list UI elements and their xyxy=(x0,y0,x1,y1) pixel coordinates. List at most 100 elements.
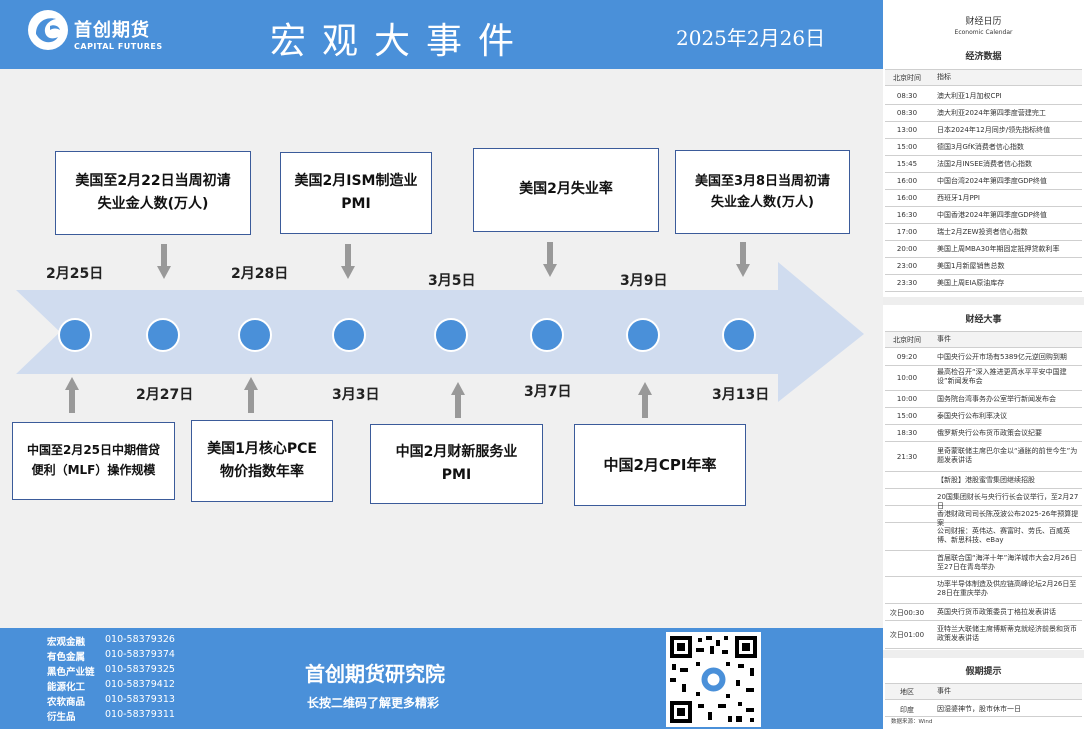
table-row: 16:00 西班牙1月PPI xyxy=(885,189,1082,207)
econ-section-title: 经济数据 xyxy=(965,52,1002,62)
row-text: 公司财报：英伟达、赛富时、劳氏、百威英博、新思科技、eBay xyxy=(937,527,1070,544)
row-text: 澳大利亚1月加权CPI xyxy=(937,92,1002,100)
row-time: 20:00 xyxy=(896,245,918,253)
timeline-dot xyxy=(626,318,660,352)
row-text: 俄罗斯央行公布货币政策会议纪要 xyxy=(937,429,1042,437)
contact-phone[interactable]: 010-58379325 xyxy=(105,664,175,675)
row-time: 次日00:30 xyxy=(889,609,925,617)
timeline-date-label: 3月3日 xyxy=(332,387,380,403)
event-text: 美国1月核心PCE xyxy=(207,440,317,457)
company-logo: 首创期货 CAPITAL FUTURES xyxy=(28,10,178,58)
row-time: 10:00 xyxy=(896,374,918,382)
events-section-title: 财经大事 xyxy=(965,315,1002,325)
contact-phone[interactable]: 010-58379311 xyxy=(105,709,175,720)
down-arrow-icon xyxy=(543,242,557,277)
contact-label: 宏观金融 xyxy=(47,637,86,648)
row-text: 亚特兰大联储主席博斯蒂克就经济前景和货币政策发表讲话 xyxy=(937,625,1077,642)
up-arrow-icon xyxy=(638,382,652,418)
calendar-subtitle: Economic Calendar xyxy=(954,29,1013,36)
contact-row: 农软商品 010-58379313 xyxy=(47,694,207,708)
timeline-date-label: 3月7日 xyxy=(524,384,572,400)
row-time: 09:20 xyxy=(896,353,918,361)
row-text: 西班牙1月PPI xyxy=(937,194,980,202)
row-text: 功率半导体制造及供应链高峰论坛2月26日至28日在重庆举办 xyxy=(937,580,1077,597)
row-time: 15:00 xyxy=(896,412,918,420)
row-text: 国务院台湾事务办公室举行新闻发布会 xyxy=(937,395,1056,403)
row-time: 10:00 xyxy=(896,395,918,403)
row-time: 23:00 xyxy=(896,262,918,270)
col-header: 北京时间 xyxy=(893,74,921,82)
event-text: 美国2月失业率 xyxy=(519,181,613,198)
row-time: 18:30 xyxy=(896,429,918,437)
table-row: 17:00 瑞士2月ZEW投资者信心指数 xyxy=(885,223,1082,241)
table-row: 18:30 俄罗斯央行公布货币政策会议纪要 xyxy=(885,424,1082,442)
table-header: 北京时间 事件 xyxy=(885,331,1082,348)
event-text: 美国至3月8日当周初请 xyxy=(694,173,831,189)
timeline-date-label: 2月27日 xyxy=(136,387,194,403)
calendar-title: 财经日历 xyxy=(965,17,1002,27)
table-row: 10:00 国务院台湾事务办公室举行新闻发布会 xyxy=(885,390,1082,408)
row-text: 泰国央行公布利率决议 xyxy=(937,412,1007,420)
org-name: 首创期货研究院 xyxy=(305,662,445,686)
row-time: 17:00 xyxy=(896,228,918,236)
down-arrow-icon xyxy=(157,244,171,279)
row-time: 13:00 xyxy=(896,126,918,134)
event-text: 中国至2月25日中期借贷 xyxy=(26,443,161,458)
section-divider xyxy=(883,650,1084,658)
col-header: 地区 xyxy=(900,688,914,696)
table-row: 印度因湿婆神节，股市休市一日 xyxy=(885,701,1082,717)
contact-phone[interactable]: 010-58379412 xyxy=(105,679,175,690)
down-arrow-icon xyxy=(341,244,355,279)
event-text: 便利（MLF）操作规模 xyxy=(31,463,156,477)
data-source: 数据来源：Wind xyxy=(891,719,933,725)
timeline-date-label: 3月9日 xyxy=(620,273,668,289)
contact-label: 衍生品 xyxy=(47,712,76,723)
row-time: 16:30 xyxy=(896,211,918,219)
contact-label: 农软商品 xyxy=(47,697,86,708)
row-region: 印度 xyxy=(900,706,914,714)
col-header: 事件 xyxy=(937,687,951,695)
table-row: 13:00 日本2024年12月同步/领先指标终值 xyxy=(885,121,1082,139)
row-text: 瑞士2月ZEW投资者信心指数 xyxy=(937,228,1028,236)
event-text: 中国2月CPI年率 xyxy=(603,455,717,474)
row-text: 美国上周EIA原油库存 xyxy=(937,279,1005,287)
table-row: 15:00 德国3月GfK消费者信心指数 xyxy=(885,138,1082,156)
row-text: 澳大利亚2024年第四季度营建完工 xyxy=(937,109,1046,117)
contact-row: 宏观金融 010-58379326 xyxy=(47,634,207,648)
event-box-bottom: 中国至2月25日中期借贷便利（MLF）操作规模 xyxy=(12,422,175,500)
table-row: 15:00 泰国央行公布利率决议 xyxy=(885,407,1082,425)
row-time: 15:00 xyxy=(896,143,918,151)
row-text: 日本2024年12月同步/领先指标终值 xyxy=(937,126,1051,134)
table-header: 地区 事件 xyxy=(885,683,1082,700)
contact-phone[interactable]: 010-58379326 xyxy=(105,634,175,645)
event-text: 美国2月ISM制造业 xyxy=(294,172,418,189)
down-arrow-icon xyxy=(736,242,750,277)
contact-label: 能源化工 xyxy=(47,682,86,693)
row-text: 德国3月GfK消费者信心指数 xyxy=(937,143,1024,151)
main-panel: 首创期货 CAPITAL FUTURES 宏观大事件 2025年2月26日 2月… xyxy=(0,0,883,729)
qr-code-icon[interactable] xyxy=(666,632,761,727)
row-text: 【新股】港股蜜雪集团继续招股 xyxy=(937,476,1035,484)
up-arrow-icon xyxy=(244,377,258,413)
table-header: 北京时间 指标 xyxy=(885,69,1082,86)
contact-phone[interactable]: 010-58379374 xyxy=(105,649,175,660)
up-arrow-icon xyxy=(451,382,465,418)
timeline-dot xyxy=(332,318,366,352)
row-text: 美国上周MBA30年期固定抵押贷款利率 xyxy=(937,245,1060,253)
col-header: 北京时间 xyxy=(893,336,921,344)
contact-phone[interactable]: 010-58379313 xyxy=(105,694,175,705)
timeline-date-label: 3月5日 xyxy=(428,273,476,289)
row-time: 23:30 xyxy=(896,279,918,287)
event-text: 失业金人数(万人) xyxy=(97,196,209,212)
row-time: 16:00 xyxy=(896,194,918,202)
